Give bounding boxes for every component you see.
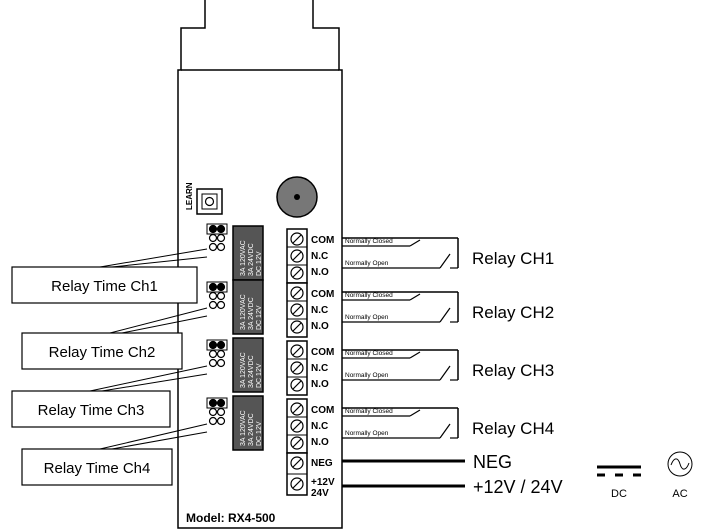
terminal-screw-icon — [290, 266, 304, 280]
relay-time-box — [11, 266, 198, 304]
buzzer-icon — [276, 176, 318, 218]
jumper-pins-icon[interactable] — [206, 223, 228, 252]
normally-closed-label: Normally Closed — [345, 238, 393, 245]
terminal-label: N.C — [311, 363, 328, 374]
relay-time-label: Relay Time Ch3 — [38, 402, 145, 419]
relay-body — [232, 279, 264, 335]
normally-closed-label: Normally Closed — [345, 350, 393, 357]
relay-time-box — [21, 448, 173, 486]
relay-rating-text: 3A 120VAC — [240, 352, 247, 388]
terminal-screw-icon — [290, 378, 304, 392]
relay-rating-text: DC 12V — [256, 251, 263, 276]
relay-channel-label: Relay CH4 — [472, 419, 554, 438]
terminal-screw-icon — [290, 402, 304, 416]
ac-symbol-icon — [667, 451, 693, 477]
terminal-screw-icon — [290, 436, 304, 450]
relay-channel-label: Relay CH3 — [472, 361, 554, 380]
relay-rating-text: 3A 120VAC — [240, 410, 247, 446]
normally-open-label: Normally Open — [345, 260, 389, 267]
relay-time-label: Relay Time Ch2 — [49, 344, 156, 361]
normally-closed-label: Normally Closed — [345, 408, 393, 415]
normally-open-label: Normally Open — [345, 372, 389, 379]
relay-time-box — [11, 390, 171, 428]
terminal-screw-icon — [290, 303, 304, 317]
terminal-block — [286, 340, 308, 396]
terminal-screw-icon — [290, 232, 304, 246]
pos-terminal-label-line1: +12V — [311, 477, 335, 488]
terminal-label: N.O — [311, 267, 329, 278]
jumper-pins-icon[interactable] — [206, 339, 228, 368]
model-label: Model: RX4-500 — [186, 511, 276, 525]
terminal-screw-icon — [290, 361, 304, 375]
jumper-pins-icon[interactable] — [206, 281, 228, 310]
terminal-label: COM — [311, 289, 334, 300]
terminal-label: N.O — [311, 437, 329, 448]
relay-time-label: Relay Time Ch1 — [51, 278, 158, 295]
relay-body — [232, 395, 264, 451]
relay-rating-text: DC 12V — [256, 363, 263, 388]
relay-rating-text: 3A 24VDC — [248, 243, 255, 276]
relay-body — [232, 225, 264, 281]
terminal-label: COM — [311, 347, 334, 358]
normally-open-label: Normally Open — [345, 314, 389, 321]
relay-channel-label: Relay CH1 — [472, 249, 554, 268]
ac-label: AC — [672, 488, 687, 500]
power-terminal-block — [286, 452, 308, 496]
terminal-label: COM — [311, 405, 334, 416]
relay-rating-text: 3A 24VDC — [248, 355, 255, 388]
pos-label: +12V / 24V — [473, 477, 563, 497]
relay-rating-text: 3A 120VAC — [240, 240, 247, 276]
terminal-block — [286, 228, 308, 284]
relay-time-box — [21, 332, 183, 370]
dc-label: DC — [611, 488, 627, 500]
terminal-screw-icon — [290, 286, 304, 300]
terminal-screw-icon — [290, 320, 304, 334]
relay-rating-text: 3A 120VAC — [240, 294, 247, 330]
terminal-label: N.C — [311, 421, 328, 432]
relay-rating-text: 3A 24VDC — [248, 413, 255, 446]
relay-rating-text: DC 12V — [256, 305, 263, 330]
terminal-block — [286, 282, 308, 338]
relay-rating-text: DC 12V — [256, 421, 263, 446]
terminal-label: N.C — [311, 251, 328, 262]
neg-label: NEG — [473, 452, 512, 472]
relay-rating-text: 3A 24VDC — [248, 297, 255, 330]
terminal-screw-icon — [290, 344, 304, 358]
neg-terminal-label: NEG — [311, 458, 333, 469]
terminal-label: N.C — [311, 305, 328, 316]
relay-time-label: Relay Time Ch4 — [44, 460, 151, 477]
terminal-block — [286, 398, 308, 454]
relay-body — [232, 337, 264, 393]
terminal-label: N.O — [311, 379, 329, 390]
terminal-screw-icon — [290, 477, 304, 491]
normally-closed-label: Normally Closed — [345, 292, 393, 299]
terminal-screw-icon — [290, 456, 304, 470]
normally-open-label: Normally Open — [345, 430, 389, 437]
terminal-screw-icon — [290, 419, 304, 433]
terminal-screw-icon — [290, 249, 304, 263]
pos-terminal-label-line2: 24V — [311, 488, 329, 499]
jumper-pins-icon[interactable] — [206, 397, 228, 426]
dc-symbol-icon — [597, 465, 641, 477]
terminal-label: N.O — [311, 321, 329, 332]
terminal-label: COM — [311, 235, 334, 246]
learn-button-icon[interactable] — [196, 188, 223, 215]
relay-channel-label: Relay CH2 — [472, 303, 554, 322]
learn-label: LEARN — [185, 182, 194, 210]
